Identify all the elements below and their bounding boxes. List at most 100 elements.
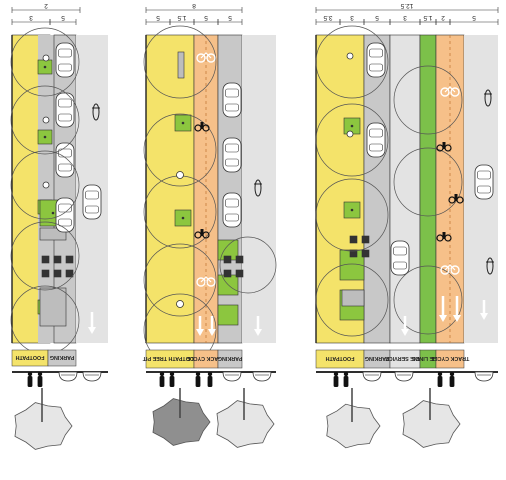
dimension-value: 8 (192, 2, 196, 9)
bollard-block (65, 269, 74, 278)
car-section-icon (252, 371, 272, 382)
car-icon (366, 122, 386, 158)
tree-canopy-outline (315, 25, 389, 99)
bollard-block (349, 249, 358, 258)
bollard-block (53, 269, 62, 278)
cyclist-icon (436, 142, 452, 152)
bollard-block (361, 235, 370, 244)
bollard-block (361, 249, 370, 258)
bicycle-stencil-icon (196, 52, 216, 63)
person-icon (159, 371, 165, 387)
car-section-icon (222, 371, 242, 382)
bollard-block (41, 269, 50, 278)
tree-line-strip (419, 34, 437, 344)
section-label: TRACK CYCLE (430, 355, 469, 361)
bollard-block (349, 235, 358, 244)
person-icon (437, 371, 443, 387)
person-icon (27, 371, 33, 387)
section-label-box (435, 349, 465, 369)
tree-trunk-dot (350, 208, 354, 212)
person-icon (169, 371, 175, 387)
manhole-icon (42, 116, 50, 124)
car-icon (222, 192, 242, 228)
car-section-icon (474, 371, 494, 382)
dimension-value: 1.5 (177, 14, 186, 21)
bollard-block (41, 255, 50, 264)
arrow-icon (439, 296, 447, 322)
section-label: PARKING (218, 355, 242, 361)
dimension-value: 12.5 (400, 2, 413, 9)
arrow-icon (480, 300, 488, 320)
dimension-value: 2 (44, 2, 48, 9)
section-label: PARKING (365, 355, 389, 361)
car-icon (474, 164, 494, 200)
manhole-icon (176, 300, 184, 308)
motorcycle-icon (484, 89, 492, 107)
car-icon (390, 240, 410, 276)
car-icon (222, 82, 242, 118)
car-icon (222, 137, 242, 173)
manhole-icon (42, 54, 50, 62)
tree-canopy-outline (10, 221, 80, 291)
tree-trunk-dot (181, 216, 185, 220)
section-label: TREE LINES (412, 355, 444, 361)
car-icon (55, 42, 75, 78)
manhole-icon (346, 52, 354, 60)
dimension-value: 3 (350, 14, 354, 21)
arrow-icon (453, 296, 461, 322)
motorcycle-icon (486, 257, 494, 275)
arrow-icon (208, 316, 216, 336)
bollard-block (65, 255, 74, 264)
section-label: LANE SERVICE (385, 355, 425, 361)
dimension-value: 5 (472, 14, 476, 21)
dimension-value: 5 (375, 14, 379, 21)
car-icon (55, 197, 75, 233)
dimension-value: 3 (403, 14, 407, 21)
car-icon (366, 42, 386, 78)
cycle-track (193, 34, 219, 344)
tree-trunk-dot (43, 65, 47, 69)
parking-bay (217, 34, 243, 344)
section-label: PARKING (50, 354, 74, 360)
bicycle-stencil-icon (196, 276, 216, 287)
section-label: FOOTPATH (15, 354, 44, 360)
dimension-value: 5 (61, 14, 65, 21)
manhole-icon (42, 181, 50, 189)
tree-trunk-dot (43, 135, 47, 139)
cyclist-icon (194, 229, 210, 239)
arrow-icon (401, 316, 409, 336)
motorcycle-icon (92, 103, 100, 121)
bollard-block (235, 255, 244, 264)
cycle-track (435, 34, 465, 344)
tree-trunk-dot (350, 124, 354, 128)
tree-icon (14, 388, 73, 450)
tree-canopy-outline (393, 147, 463, 217)
arrow-icon (88, 312, 96, 334)
tree-canopy-outline (10, 150, 80, 220)
car-icon (82, 184, 102, 220)
cyclist-icon (194, 122, 210, 132)
person-icon (37, 371, 43, 387)
tree-canopy-outline (315, 103, 389, 177)
person-icon (333, 371, 339, 387)
parking-ramp (341, 289, 365, 307)
section-label: TRACK CYCLE (186, 355, 225, 361)
parking-ramp (39, 287, 67, 327)
arrow-icon (196, 316, 204, 336)
cyclist-icon (448, 194, 464, 204)
tree-canopy-outline (219, 236, 277, 294)
car-section-icon (362, 371, 382, 382)
person-icon (343, 371, 349, 387)
cyclist-icon (436, 232, 452, 242)
car-section-icon (82, 371, 102, 382)
dimension-value: 5 (204, 14, 208, 21)
tree-icon (216, 388, 275, 448)
motorcycle-icon (254, 179, 262, 197)
tree-canopy-outline (143, 243, 217, 317)
person-icon (207, 371, 213, 387)
